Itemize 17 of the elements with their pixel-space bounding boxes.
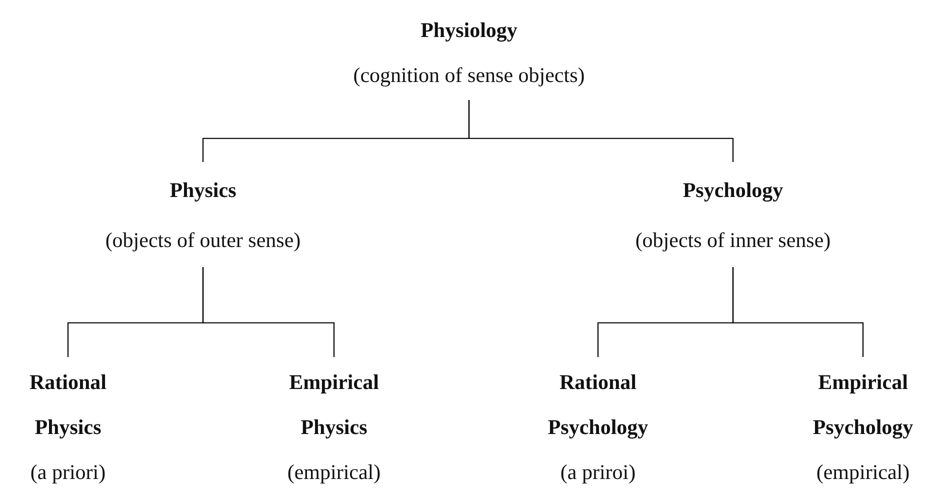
- node-title: Rational Psychology: [546, 369, 650, 441]
- node-title: Physics: [168, 177, 238, 204]
- node-title: Empirical Physics: [288, 369, 380, 441]
- tree-connector: [202, 267, 335, 357]
- node-subtitle: (a priroi): [559, 459, 637, 486]
- tree-connector: [732, 267, 864, 357]
- node-title: Rational Physics: [28, 369, 108, 441]
- node-subtitle: (empirical): [286, 459, 382, 486]
- node-subtitle: (objects of inner sense): [634, 227, 832, 254]
- tree-connector: [468, 100, 734, 162]
- node-subtitle: (empirical): [815, 459, 911, 486]
- node-title: Psychology: [682, 177, 784, 204]
- node-subtitle: (objects of outer sense): [104, 227, 302, 254]
- node-subtitle: (cognition of sense objects): [352, 62, 586, 89]
- node-title: Empirical Psychology: [812, 369, 914, 441]
- node-subtitle: (a priori): [29, 459, 107, 486]
- node-title: Physiology: [420, 17, 518, 44]
